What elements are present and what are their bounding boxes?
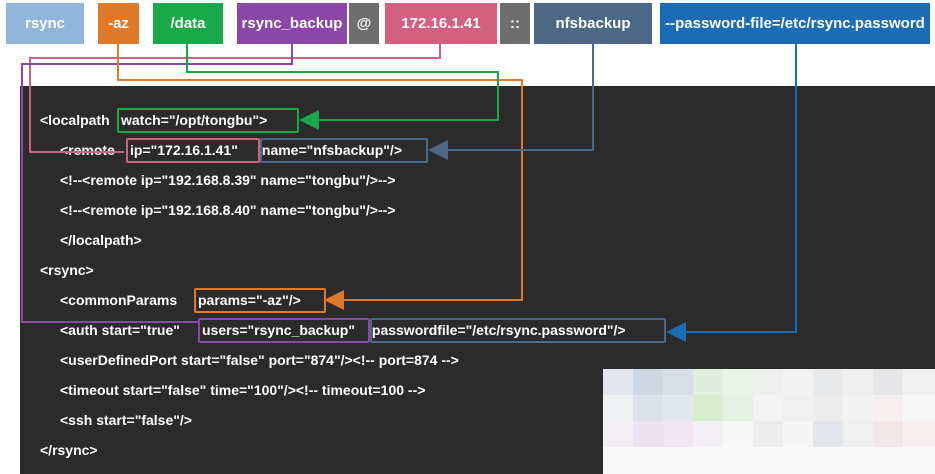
code-users-attr: users="rsync_backup": [202, 322, 355, 338]
tag-data: /data: [153, 3, 223, 44]
code-comment-remote-1: <!--<remote ip="192.168.8.39" name="tong…: [60, 172, 396, 188]
tag-ip: 172.16.1.41: [385, 3, 497, 44]
code-localpath-close: </localpath>: [60, 232, 142, 248]
code-remote-open: <remote: [60, 142, 119, 158]
code-localpath-open: <localpath: [40, 112, 114, 128]
highlight-passwordfile: [370, 318, 666, 343]
tag-password: --password-file=/etc/rsync.password: [660, 3, 930, 44]
code-ssh: <ssh start="false"/>: [60, 412, 192, 428]
code-rsync-open: <rsync>: [40, 262, 94, 278]
tag-az: -az: [98, 3, 139, 44]
tag-sep: ::: [500, 3, 530, 44]
highlight-users: [198, 318, 370, 343]
code-passwordfile-attr: passwordfile="/etc/rsync.password"/>: [368, 322, 626, 338]
highlight-ip: [126, 138, 260, 163]
code-timeout: <timeout start="false" time="100"/><!-- …: [60, 382, 426, 398]
highlight-watch: [117, 108, 299, 133]
code-comment-remote-2: <!--<remote ip="192.168.8.40" name="tong…: [60, 202, 396, 218]
blurred-overlay: [603, 369, 935, 474]
highlight-name: [260, 138, 428, 163]
code-commonparams: <commonParams: [60, 292, 181, 308]
tag-at: @: [349, 3, 379, 44]
tag-module: nfsbackup: [534, 3, 652, 44]
highlight-params: [194, 288, 326, 313]
tag-user: rsync_backup: [237, 3, 347, 44]
code-auth: <auth start="true": [60, 322, 184, 338]
code-userdefinedport: <userDefinedPort start="false" port="874…: [60, 352, 459, 368]
tag-rsync: rsync: [6, 3, 84, 44]
code-rsync-close: </rsync>: [40, 442, 98, 458]
